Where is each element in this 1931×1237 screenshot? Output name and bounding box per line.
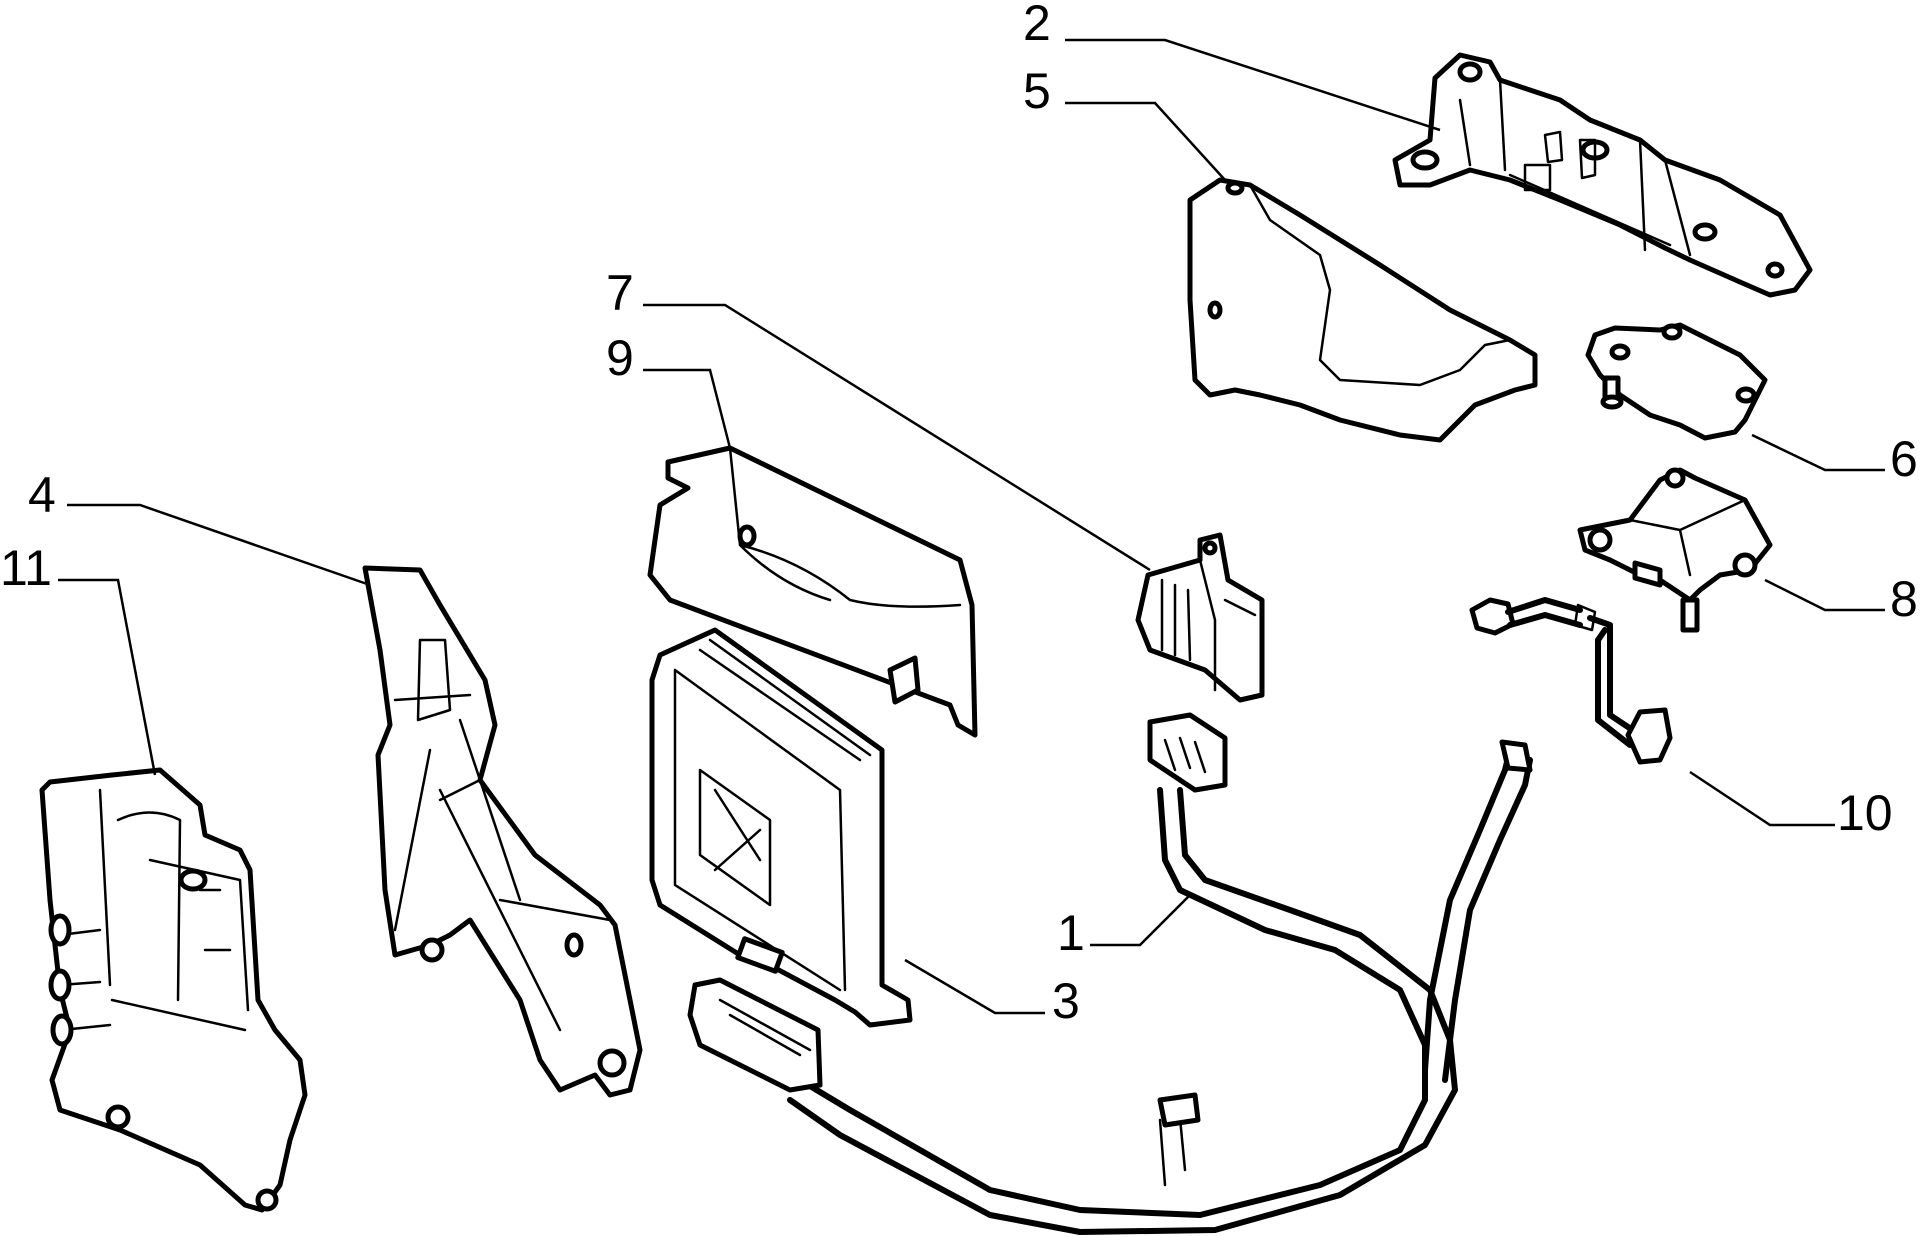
callout-4: 4 [28,467,56,523]
part-9-cover [647,445,978,738]
callout-1: 1 [1057,905,1085,961]
part-7-relay [1135,532,1265,703]
leader-9 [643,368,732,449]
callout-2: 2 [1023,0,1051,51]
leader-lines [58,38,1885,1015]
callout-11: 11 [0,540,52,596]
callout-8: 8 [1890,571,1918,627]
callout-10: 10 [1837,785,1893,841]
part-5-bracket-shroud [1187,177,1538,443]
part-6-sensor-plate [1585,322,1768,441]
leader-3 [904,958,1045,1015]
part-1-wiring-harness [687,712,1533,1235]
leader-2 [1065,38,1441,132]
callout-3: 3 [1052,973,1080,1029]
leader-4 [67,503,371,587]
callout-9: 9 [606,330,634,386]
part-2-mounting-bracket [1392,52,1813,298]
leader-8 [1764,578,1885,612]
leader-5 [1065,101,1226,181]
leader-11 [58,578,157,776]
callout-numbers: 2 5 7 9 4 11 6 8 10 1 3 [0,0,1918,1029]
leader-7 [643,303,1151,572]
callout-6: 6 [1890,431,1918,487]
part-3-control-unit [649,627,913,1028]
leader-6 [1751,433,1885,472]
part-11-housing [39,767,308,1213]
part-10-hose [1469,597,1673,765]
part-4-support-frame [362,565,643,1098]
leader-1 [1090,894,1191,947]
leader-10 [1689,770,1835,827]
callout-7: 7 [606,265,634,321]
callout-5: 5 [1023,63,1051,119]
part-8-sensor [1577,467,1773,633]
